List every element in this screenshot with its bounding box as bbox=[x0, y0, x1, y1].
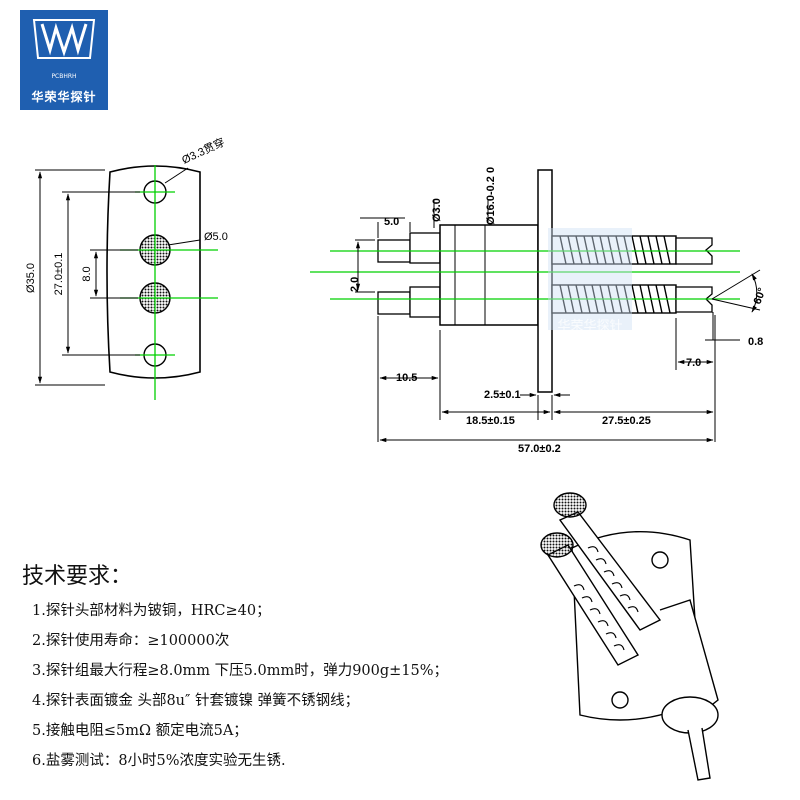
dim-pin-pitch: 8.0 bbox=[81, 266, 93, 281]
requirement-item: 4.探针表面镀金 头部8u″ 针套镀镍 弹簧不锈钢线； bbox=[32, 693, 360, 709]
logo-text: 华荣华探针 bbox=[31, 90, 97, 104]
dim-total: 57.0±0.2 bbox=[518, 443, 561, 455]
dim-spring-len: 27.5±0.25 bbox=[602, 415, 651, 427]
watermark-text: 华荣华探针 bbox=[557, 318, 622, 333]
dim-body-dia: Ø16.0-0.2 0 bbox=[485, 167, 497, 225]
requirement-item: 5.接触电阻≤5mΩ 额定电流5A； bbox=[32, 723, 248, 739]
technical-requirements: 技术要求： 1.探针头部材料为铍铜，HRC≥40； 2.探针使用寿命：≥1000… bbox=[22, 558, 542, 776]
dim-body-len: 18.5±0.15 bbox=[466, 415, 515, 427]
dim-hole-mid: Ø5.0 bbox=[204, 231, 228, 243]
requirement-item: 3.探针组最大行程≥8.0mm 下压5.0mm时，弹力900g±15%； bbox=[32, 663, 449, 679]
dim-gap: 2.0 bbox=[349, 277, 361, 292]
requirements-title: 技术要求： bbox=[22, 564, 133, 589]
dim-angle: 60° bbox=[752, 286, 769, 306]
company-logo: PCBHRH 华荣华探针 bbox=[20, 10, 108, 110]
watermark-logo bbox=[548, 228, 632, 330]
front-view: Ø35.0 27.0±0.1 8.0 Ø3.3贯穿 Ø5.0 bbox=[25, 135, 228, 400]
product-3d-illustration bbox=[540, 492, 719, 781]
dim-left-len: 10.5 bbox=[396, 372, 417, 384]
dim-pin-dia: Ø3.0 bbox=[431, 198, 443, 222]
dim-overall-height: Ø35.0 bbox=[25, 263, 37, 293]
dim-pin-len: 5.0 bbox=[384, 216, 399, 228]
dim-tip-len: 7.0 bbox=[686, 357, 701, 369]
logo-subtext: PCBHRH bbox=[51, 73, 77, 80]
side-view: 5.0 Ø3.0 Ø16.0-0.2 0 2.0 60° 0.8 7.0 10.… bbox=[310, 167, 769, 455]
requirement-item: 1.探针头部材料为铍铜，HRC≥40； bbox=[32, 603, 271, 619]
logo-emblem-icon bbox=[32, 19, 96, 59]
dim-flange: 2.5±0.1 bbox=[484, 389, 521, 401]
dim-hole-top: Ø3.3贯穿 bbox=[179, 135, 226, 167]
dim-hole-pitch: 27.0±0.1 bbox=[53, 253, 65, 296]
dim-tip-small: 0.8 bbox=[748, 336, 763, 348]
requirement-item: 6.盐雾测试：8小时5%浓度实验无生锈. bbox=[32, 753, 286, 769]
requirement-item: 2.探针使用寿命：≥100000次 bbox=[32, 633, 230, 649]
